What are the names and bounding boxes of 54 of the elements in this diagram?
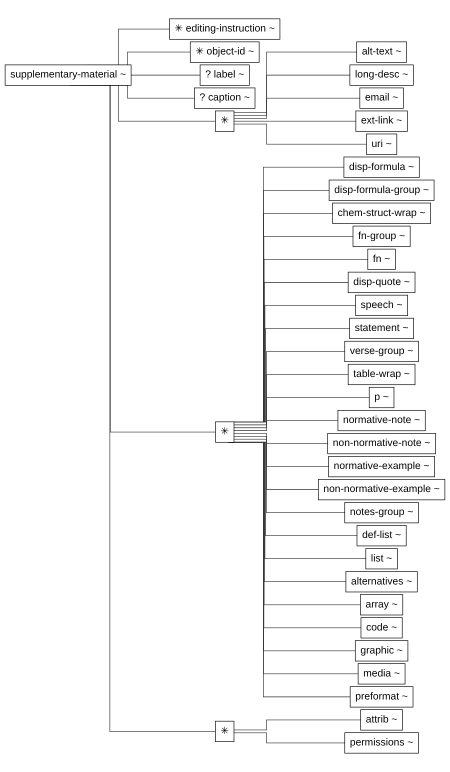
connector xyxy=(234,436,329,467)
node-box: non-normative-note ~ xyxy=(327,433,436,454)
node-box: attrib ~ xyxy=(360,709,403,730)
node-box: uri ~ xyxy=(366,134,398,155)
node-box: fn-group ~ xyxy=(352,226,410,247)
connector xyxy=(234,120,356,122)
node-box: long-desc ~ xyxy=(350,64,414,86)
connector xyxy=(234,433,328,444)
connector xyxy=(234,732,346,744)
node-box: array ~ xyxy=(360,594,404,616)
node-box: graphic ~ xyxy=(354,640,408,662)
node-box: normative-note ~ xyxy=(338,410,426,432)
node-box: ✳ object-id ~ xyxy=(190,42,260,63)
node-box: code ~ xyxy=(360,617,403,638)
node-box: ✳ xyxy=(215,720,234,742)
node-box: preformat ~ xyxy=(350,686,414,708)
connector xyxy=(234,438,319,490)
node-box: permissions ~ xyxy=(344,732,419,754)
connector xyxy=(234,720,361,730)
node-box: ext-link ~ xyxy=(356,110,408,132)
node-box: alternatives ~ xyxy=(346,571,418,592)
node-box: verse-group ~ xyxy=(344,340,419,362)
connector xyxy=(234,397,370,428)
node-box: p ~ xyxy=(368,386,394,408)
node-box: ? label ~ xyxy=(200,64,250,86)
connector xyxy=(234,374,348,426)
node-box: ✳ editing-instruction ~ xyxy=(169,18,280,40)
connector xyxy=(234,74,350,116)
node-box: disp-quote ~ xyxy=(348,272,416,293)
node-box: media ~ xyxy=(358,663,406,684)
node-box: ✳ xyxy=(215,110,234,132)
node-box: notes-group ~ xyxy=(344,502,419,524)
node-box: email ~ xyxy=(360,88,404,109)
node-box: chem-struct-wrap ~ xyxy=(332,202,431,224)
node-box: statement ~ xyxy=(349,318,414,339)
connector xyxy=(234,52,358,113)
node-box: ? caption ~ xyxy=(194,88,256,109)
node-box: non-normative-example ~ xyxy=(318,479,446,500)
node-box: supplementary-material ~ xyxy=(4,64,132,86)
connector xyxy=(234,98,360,119)
node-box: normative-example ~ xyxy=(328,456,435,478)
node-box: speech ~ xyxy=(355,294,408,316)
connector xyxy=(234,351,346,422)
node-box: def-list ~ xyxy=(356,525,407,546)
node-box: alt-text ~ xyxy=(356,42,407,63)
node-box: disp-formula ~ xyxy=(344,156,420,178)
node-box: ✳ xyxy=(215,422,234,443)
connector xyxy=(130,74,200,76)
node-box: list ~ xyxy=(366,548,398,570)
node-box: fn ~ xyxy=(367,248,396,270)
node-box: disp-formula-group ~ xyxy=(328,180,434,201)
node-box: table-wrap ~ xyxy=(348,364,416,386)
connector xyxy=(234,124,367,145)
connector xyxy=(234,420,338,431)
